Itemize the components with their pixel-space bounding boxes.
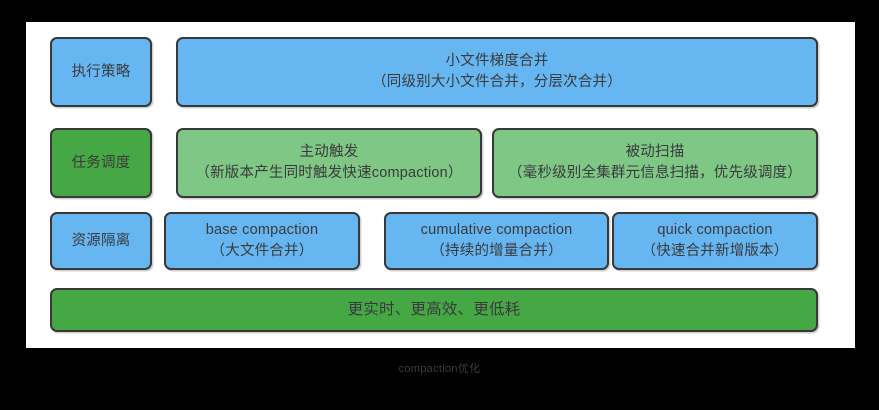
summary-bar: 更实时、更高效、更低耗 xyxy=(50,288,818,332)
diagram-panel: 执行策略 小文件梯度合并 （同级别大小文件合并，分层次合并） 任务调度 主动触发… xyxy=(26,22,855,348)
row-label-resource-isolation: 资源隔离 xyxy=(50,212,152,270)
diagram-row-resource-isolation: 资源隔离 base compaction （大文件合并） cumulative … xyxy=(26,212,855,270)
row-label-task-scheduling: 任务调度 xyxy=(50,128,152,198)
row-label-execution-strategy: 执行策略 xyxy=(50,37,152,107)
diagram-row-execution-strategy: 执行策略 小文件梯度合并 （同级别大小文件合并，分层次合并） xyxy=(26,37,855,107)
cell-passive-scan: 被动扫描 （毫秒级别全集群元信息扫描，优先级调度） xyxy=(492,128,818,198)
cell-cumulative-compaction: cumulative compaction （持续的增量合并） xyxy=(384,212,609,270)
cell-small-file-gradient-merge: 小文件梯度合并 （同级别大小文件合并，分层次合并） xyxy=(176,37,818,107)
cell-quick-compaction: quick compaction （快速合并新增版本） xyxy=(612,212,818,270)
cell-base-compaction: base compaction （大文件合并） xyxy=(164,212,360,270)
diagram-row-task-scheduling: 任务调度 主动触发 （新版本产生同时触发快速compaction） 被动扫描 （… xyxy=(26,128,855,198)
cell-active-trigger: 主动触发 （新版本产生同时触发快速compaction） xyxy=(176,128,482,198)
figure-caption: compaction优化 xyxy=(398,363,481,375)
